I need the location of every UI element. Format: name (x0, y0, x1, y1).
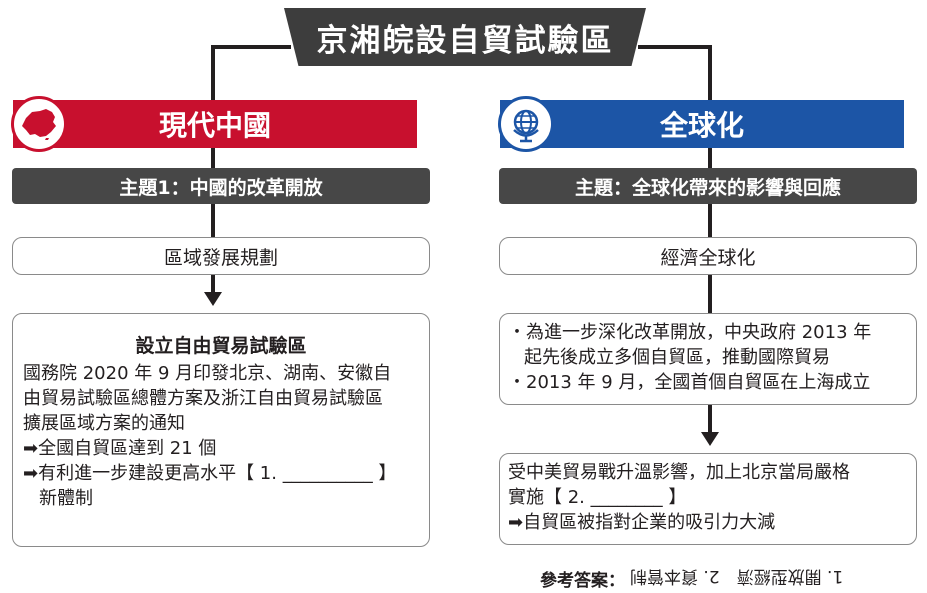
connector-left-top (211, 45, 215, 102)
text-line: 擴展區域方案的通知 (23, 413, 185, 434)
trade-war-box: 受中美貿易戰升溫影響，加上北京當局嚴格 實施【 2. ________ 】 ➡自… (499, 453, 917, 545)
arrow-left-head (204, 292, 222, 306)
text-line: ➡有利進一步建設更高水平【 1. __________ 】 (23, 463, 397, 484)
answer-label: 參考答案： (540, 571, 625, 591)
connector-right-top (708, 45, 712, 102)
topic-economic-globalization: 經濟全球化 (499, 237, 917, 275)
text-line: ➡全國自貿區達到 21 個 (23, 438, 217, 459)
banner-label: 全球化 (659, 109, 744, 142)
text-line: 新體制 (39, 488, 93, 509)
text-line: 實施【 2. ________ 】 (508, 487, 687, 508)
box-title: 設立自由貿易試驗區 (135, 335, 307, 357)
arrow-right-head (701, 432, 719, 446)
theme-bar-right: 主題：全球化帶來的影響與回應 (499, 168, 917, 204)
banner-modern-china: 現代中國 (11, 96, 417, 152)
connector-left-banner-theme (211, 146, 215, 170)
text-line: 起先後成立多個自貿區，推動國際貿易 (524, 347, 830, 368)
banner-label: 現代中國 (158, 109, 271, 142)
text-line: 由貿易試驗區總體方案及浙江自由貿易試驗區 (23, 388, 383, 409)
reference-answer: 參考答案： 1. 開放型經濟 2. 資本管制 (540, 566, 844, 591)
topic-regional-development: 區域發展規劃 (12, 237, 430, 275)
banner-globalization: 全球化 (498, 96, 904, 152)
answer-text: 1. 開放型經濟 2. 資本管制 (630, 566, 844, 586)
free-trade-zone-box: 設立自由貿易試驗區 國務院 2020 年 9 月印發北京、湖南、安徽自 由貿易試… (12, 313, 430, 547)
arrow-right-shaft (708, 404, 712, 434)
diagram-title: 京湘皖設自貿試驗區 (284, 8, 646, 66)
connector-right-theme-pill (708, 202, 712, 239)
text-line: 受中美貿易戰升溫影響，加上北京當局嚴格 (508, 462, 850, 483)
text-line: ➡自貿區被指對企業的吸引力大減 (508, 512, 776, 533)
connector-right-horizontal (638, 45, 712, 49)
text-line: ・為進一步深化改革開放，中央政府 2013 年 (508, 322, 872, 343)
theme-bar-left: 主題1：中國的改革開放 (12, 168, 430, 204)
connector-right-pill-box (708, 274, 712, 315)
text-line: 國務院 2020 年 9 月印發北京、湖南、安徽自 (23, 363, 392, 384)
reform-box: ・為進一步深化改革開放，中央政府 2013 年 起先後成立多個自貿區，推動國際貿… (499, 313, 917, 405)
connector-right-banner-theme (708, 146, 712, 170)
arrow-left-shaft (211, 274, 215, 294)
china-map-icon (11, 96, 67, 152)
text-line: ・2013 年 9 月，全國首個自貿區在上海成立 (508, 372, 871, 393)
connector-left-theme-pill (211, 202, 215, 239)
globe-icon (498, 96, 554, 152)
connector-left-horizontal (211, 45, 291, 49)
